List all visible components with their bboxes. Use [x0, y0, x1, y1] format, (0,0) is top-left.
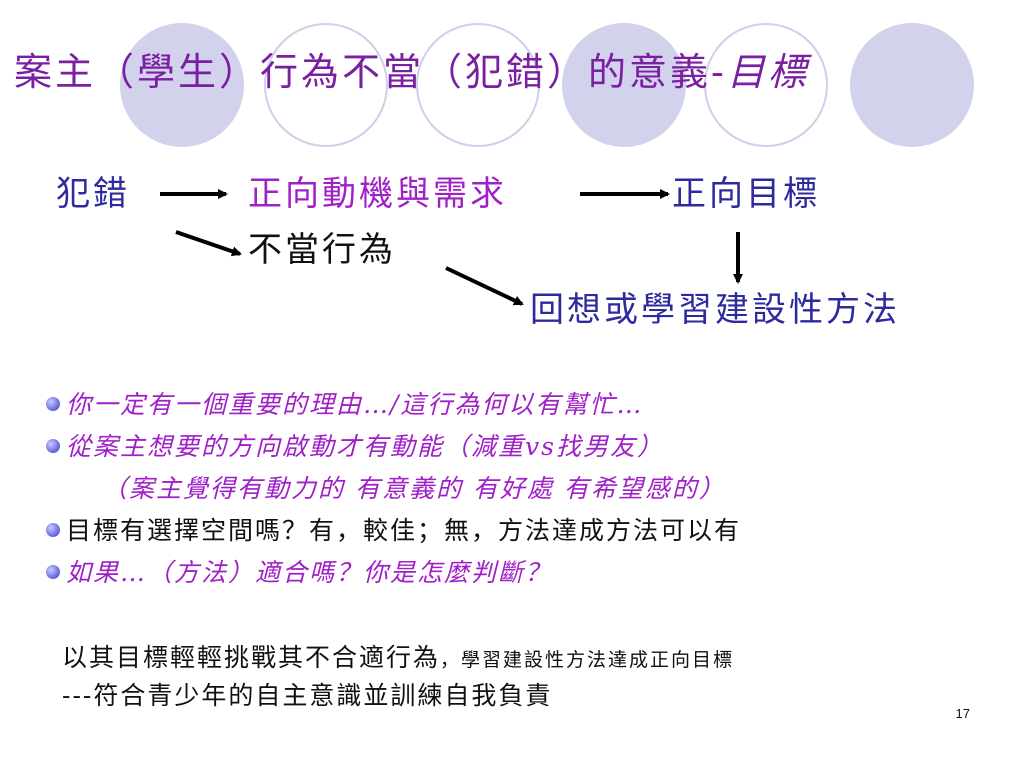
conclusion-small: ，學習建設性方法達成正向目標 — [440, 649, 735, 671]
title-main: 案主（學生）行為不當（犯錯）的意義 — [14, 50, 712, 94]
bullet-text: 目標有選擇空間嗎？有，較佳；無，方法達成方法可以有 — [66, 516, 742, 545]
decor-circle-5 — [704, 23, 828, 147]
arrow-mistake-to-behavior — [175, 230, 242, 257]
slide-title: 案主（學生）行為不當（犯錯）的意義-目標 — [14, 44, 809, 100]
flow-recall-method: 回想或學習建設性方法 — [530, 290, 900, 330]
conclusion-line-2: ---符合青少年的自主意識並訓練自我負責 — [62, 681, 553, 710]
bullet-text: 從案主想要的方向啟動才有動能（減重vs找男友） — [66, 432, 664, 461]
bullet-item: 從案主想要的方向啟動才有動能（減重vs找男友） — [46, 426, 1006, 468]
bullet-dot — [46, 565, 60, 579]
bullet-text: 如果…（方法）適合嗎？你是怎麼判斷？ — [66, 558, 553, 587]
bullet-list: 你一定有一個重要的理由…/這行為何以有幫忙… 從案主想要的方向啟動才有動能（減重… — [46, 384, 1006, 594]
arrow-behavior-to-method — [445, 266, 524, 306]
flow-positive-goal: 正向目標 — [672, 174, 820, 214]
decor-circle-3 — [416, 23, 540, 147]
flow-mistake: 犯錯 — [56, 174, 130, 214]
bullet-dot — [46, 397, 60, 411]
bullet-text: 你一定有一個重要的理由…/這行為何以有幫忙… — [66, 390, 644, 419]
bullet-text: （案主覺得有動力的 有意義的 有好處 有希望感的） — [102, 474, 726, 503]
decor-circle-1 — [120, 23, 244, 147]
page-number: 17 — [955, 706, 970, 721]
decor-circle-6 — [850, 23, 974, 147]
bullet-dot — [46, 523, 60, 537]
bullet-item: 你一定有一個重要的理由…/這行為何以有幫忙… — [46, 384, 1006, 426]
decor-circle-2 — [264, 23, 388, 147]
conclusion-line-1: 以其目標輕輕挑戰其不合適行為，學習建設性方法達成正向目標 — [62, 640, 734, 678]
bullet-continuation: （案主覺得有動力的 有意義的 有好處 有希望感的） — [66, 468, 1006, 510]
bullet-dot — [46, 439, 60, 453]
title-dash: - — [711, 50, 727, 94]
bullet-item: 如果…（方法）適合嗎？你是怎麼判斷？ — [46, 552, 1006, 594]
flow-improper-behavior: 不當行為 — [248, 230, 396, 270]
decor-circle-4 — [562, 23, 686, 147]
flow-positive-motive: 正向動機與需求 — [248, 174, 507, 214]
title-emphasis: 目標 — [726, 50, 809, 94]
bullet-item: 目標有選擇空間嗎？有，較佳；無，方法達成方法可以有 — [46, 510, 1006, 552]
conclusion-main: 以其目標輕輕挑戰其不合適行為 — [62, 643, 441, 672]
